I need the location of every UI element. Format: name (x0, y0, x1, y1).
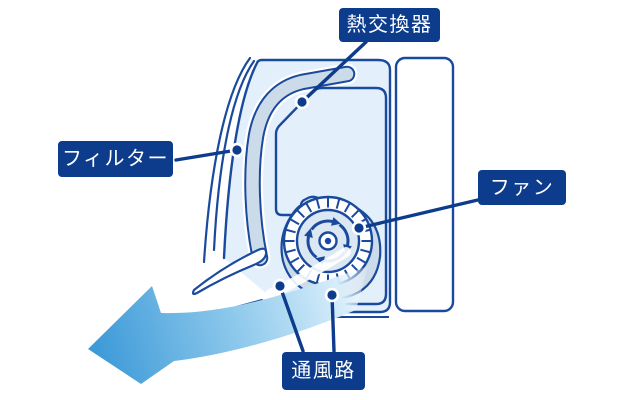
heat-exchanger-band (242, 63, 358, 269)
label-air-passage: 通風路 (282, 352, 365, 390)
airflow-arrow (88, 266, 368, 384)
filter-arc (212, 59, 256, 252)
louver-vane (191, 247, 268, 296)
label-fan: ファン (478, 170, 566, 205)
back-plate (394, 56, 455, 313)
callout-lines (174, 40, 484, 353)
callout-line-air-passage-2 (330, 293, 336, 353)
callout-line-fan (357, 197, 484, 230)
front-panel-arc (202, 56, 252, 264)
fan-axis-dot (324, 237, 332, 245)
front-panel-filter-arcs (202, 56, 256, 264)
label-heat-exchanger: 熱交換器 (339, 8, 440, 42)
callout-line-heat-exchanger (300, 40, 368, 104)
callout-line-air-passage-1 (278, 284, 305, 353)
callout-dots (232, 97, 364, 300)
label-filter: フィルター (58, 141, 173, 177)
callout-line-filter (174, 148, 239, 162)
